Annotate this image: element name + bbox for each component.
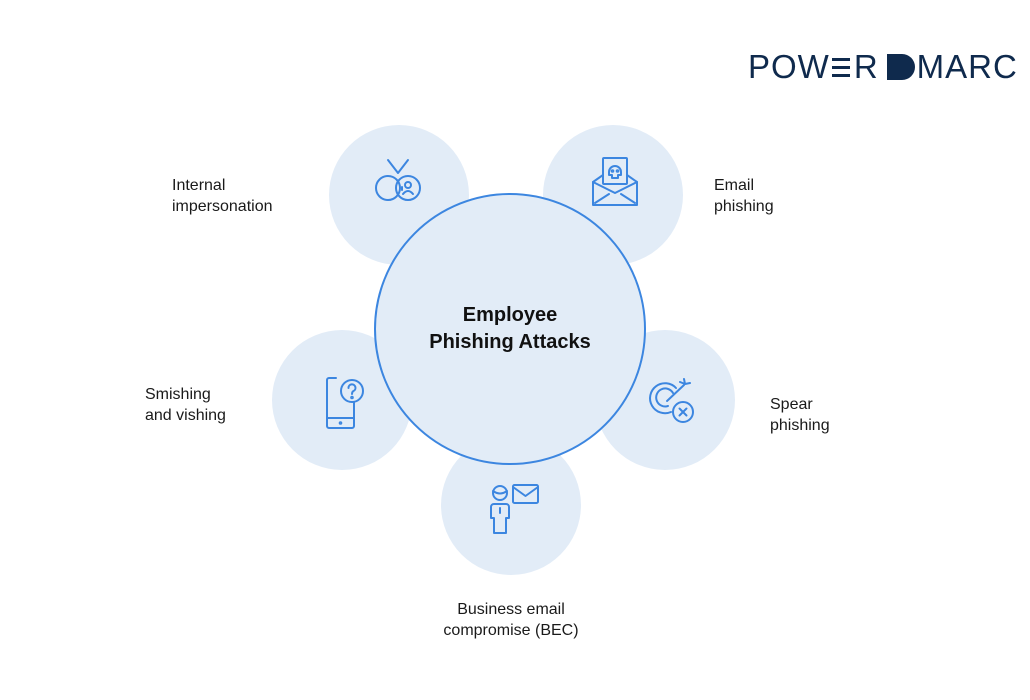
envelope-skull-icon [592, 157, 638, 206]
person-envelope-icon [490, 484, 539, 534]
label-bec: Business email compromise (BEC) [421, 599, 601, 641]
label-line: impersonation [172, 198, 273, 215]
tv-person-icon [375, 159, 421, 201]
label-spear-phishing: Spear phishing [770, 394, 830, 436]
central-topic-title: Employee Phishing Attacks [429, 302, 591, 356]
label-line: compromise (BEC) [443, 622, 579, 639]
target-arrow-x-icon [649, 378, 694, 423]
label-line: Internal [172, 177, 226, 194]
center-line-1: Employee [462, 304, 558, 326]
label-line: phishing [770, 417, 830, 434]
label-line: Spear [770, 396, 813, 413]
logo-text-2: R [853, 48, 879, 85]
powerdmarc-logo: POW R MARC [748, 48, 1018, 85]
label-line: Smishing [145, 386, 211, 403]
logo-e-glyph [831, 54, 852, 80]
label-internal-impersonation: Internal impersonation [172, 175, 273, 217]
label-line: Business email [457, 601, 565, 618]
logo-text-3: MARC [916, 48, 1018, 85]
label-smishing-vishing: Smishing and vishing [145, 384, 226, 426]
label-line: Email [714, 177, 755, 194]
center-line-2: Phishing Attacks [429, 331, 591, 353]
logo-d-glyph [886, 54, 915, 80]
label-email-phishing: Email phishing [714, 175, 774, 217]
central-topic-circle: Employee Phishing Attacks [374, 193, 646, 465]
phone-question-icon [326, 377, 364, 429]
label-line: phishing [714, 198, 774, 215]
label-line: and vishing [145, 407, 226, 424]
logo-text-1: POW [748, 48, 830, 85]
